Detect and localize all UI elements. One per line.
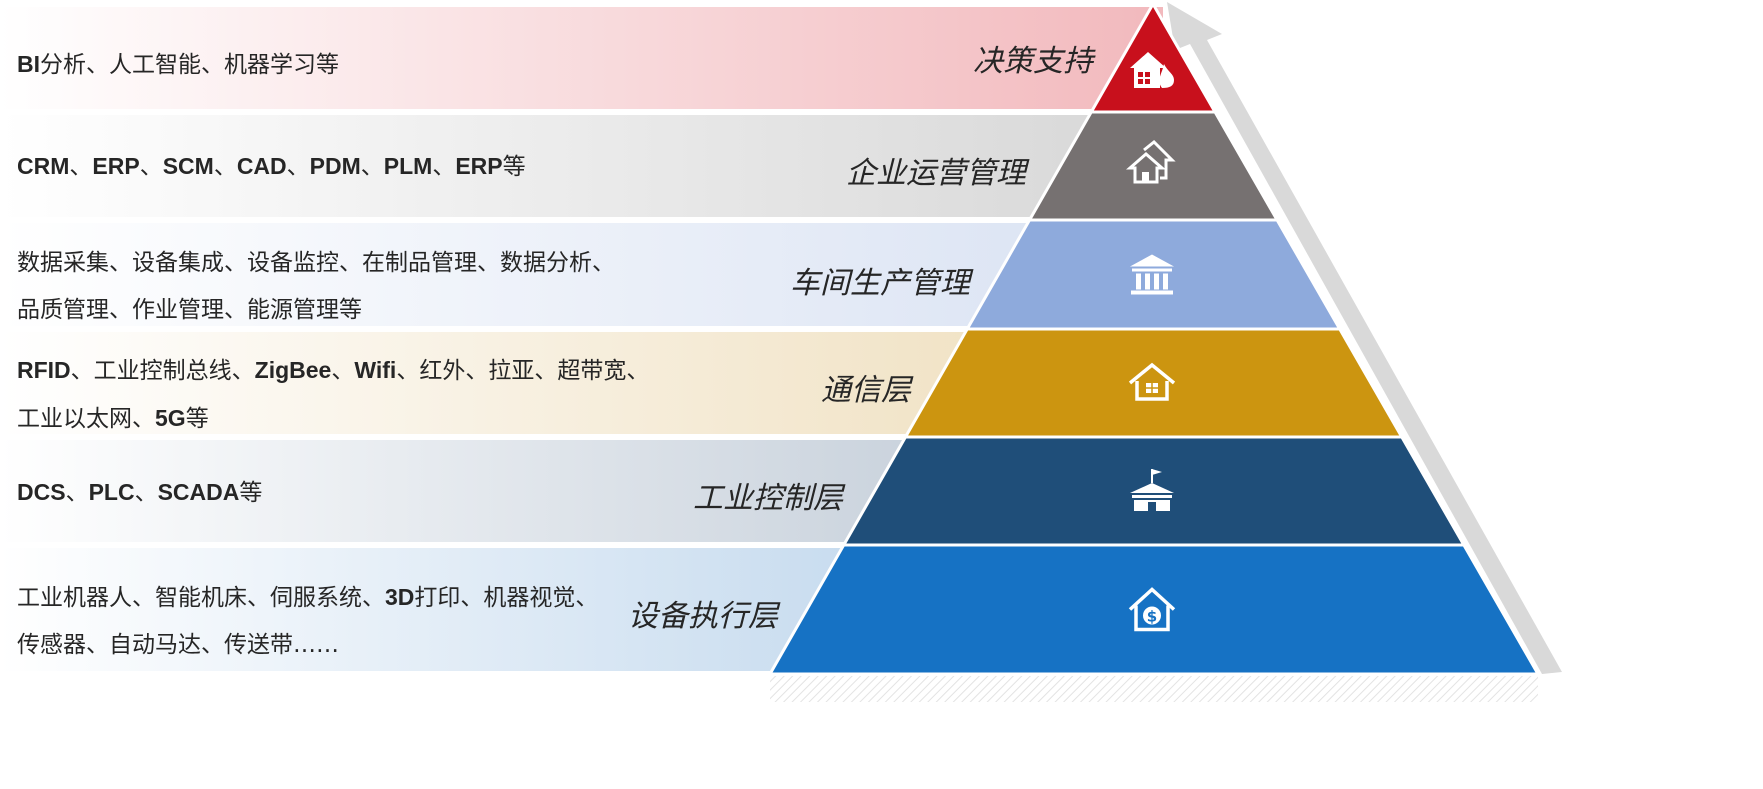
layer-6-description: 工业机器人、智能机床、伺服系统、3D打印、机器视觉、 传感器、自动马达、传送带…… xyxy=(17,584,599,658)
layer-4-description: RFID、工业控制总线、ZigBee、Wifi、红外、拉亚、超带宽、 工业以太网… xyxy=(17,357,650,432)
home-window-icon xyxy=(1128,362,1176,401)
up-arrow xyxy=(1167,2,1562,674)
layer-3-tier xyxy=(964,218,1343,331)
layer-3-description: 数据采集、设备集成、设备监控、在制品管理、数据分析、 品质管理、作业管理、能源管… xyxy=(17,250,615,323)
house-dollar-icon: $ xyxy=(1128,587,1176,632)
layer-6-title: 设备执行层 xyxy=(628,599,778,634)
layer-1-description: BI分析、人工智能、机器学习等 xyxy=(17,51,339,78)
layer-4-title: 通信层 xyxy=(821,373,911,408)
school-flag-icon xyxy=(1130,469,1174,511)
layer-5-description: DCS、PLC、SCADA等 xyxy=(17,479,263,506)
bank-building-icon xyxy=(1130,254,1174,295)
layer-1-band xyxy=(0,7,1163,109)
layer-5-title: 工业控制层 xyxy=(693,481,843,516)
base-shadow xyxy=(770,676,1538,702)
layer-1-title: 决策支持 xyxy=(973,44,1093,79)
burning-house-icon xyxy=(1130,52,1174,88)
layer-3-title: 车间生产管理 xyxy=(790,266,970,301)
layer-3-band xyxy=(0,223,1040,326)
layer-6-band xyxy=(0,548,854,671)
layer-2-description: CRM、ERP、SCM、CAD、PDM、PLM、ERP等 xyxy=(17,153,526,180)
svg-text:$: $ xyxy=(1147,608,1157,626)
layer-2-title: 企业运营管理 xyxy=(846,156,1026,191)
layer-5-band xyxy=(0,440,916,542)
layer-4-band xyxy=(0,332,978,434)
houses-icon xyxy=(1126,139,1176,184)
layer-2-band xyxy=(0,115,1102,217)
